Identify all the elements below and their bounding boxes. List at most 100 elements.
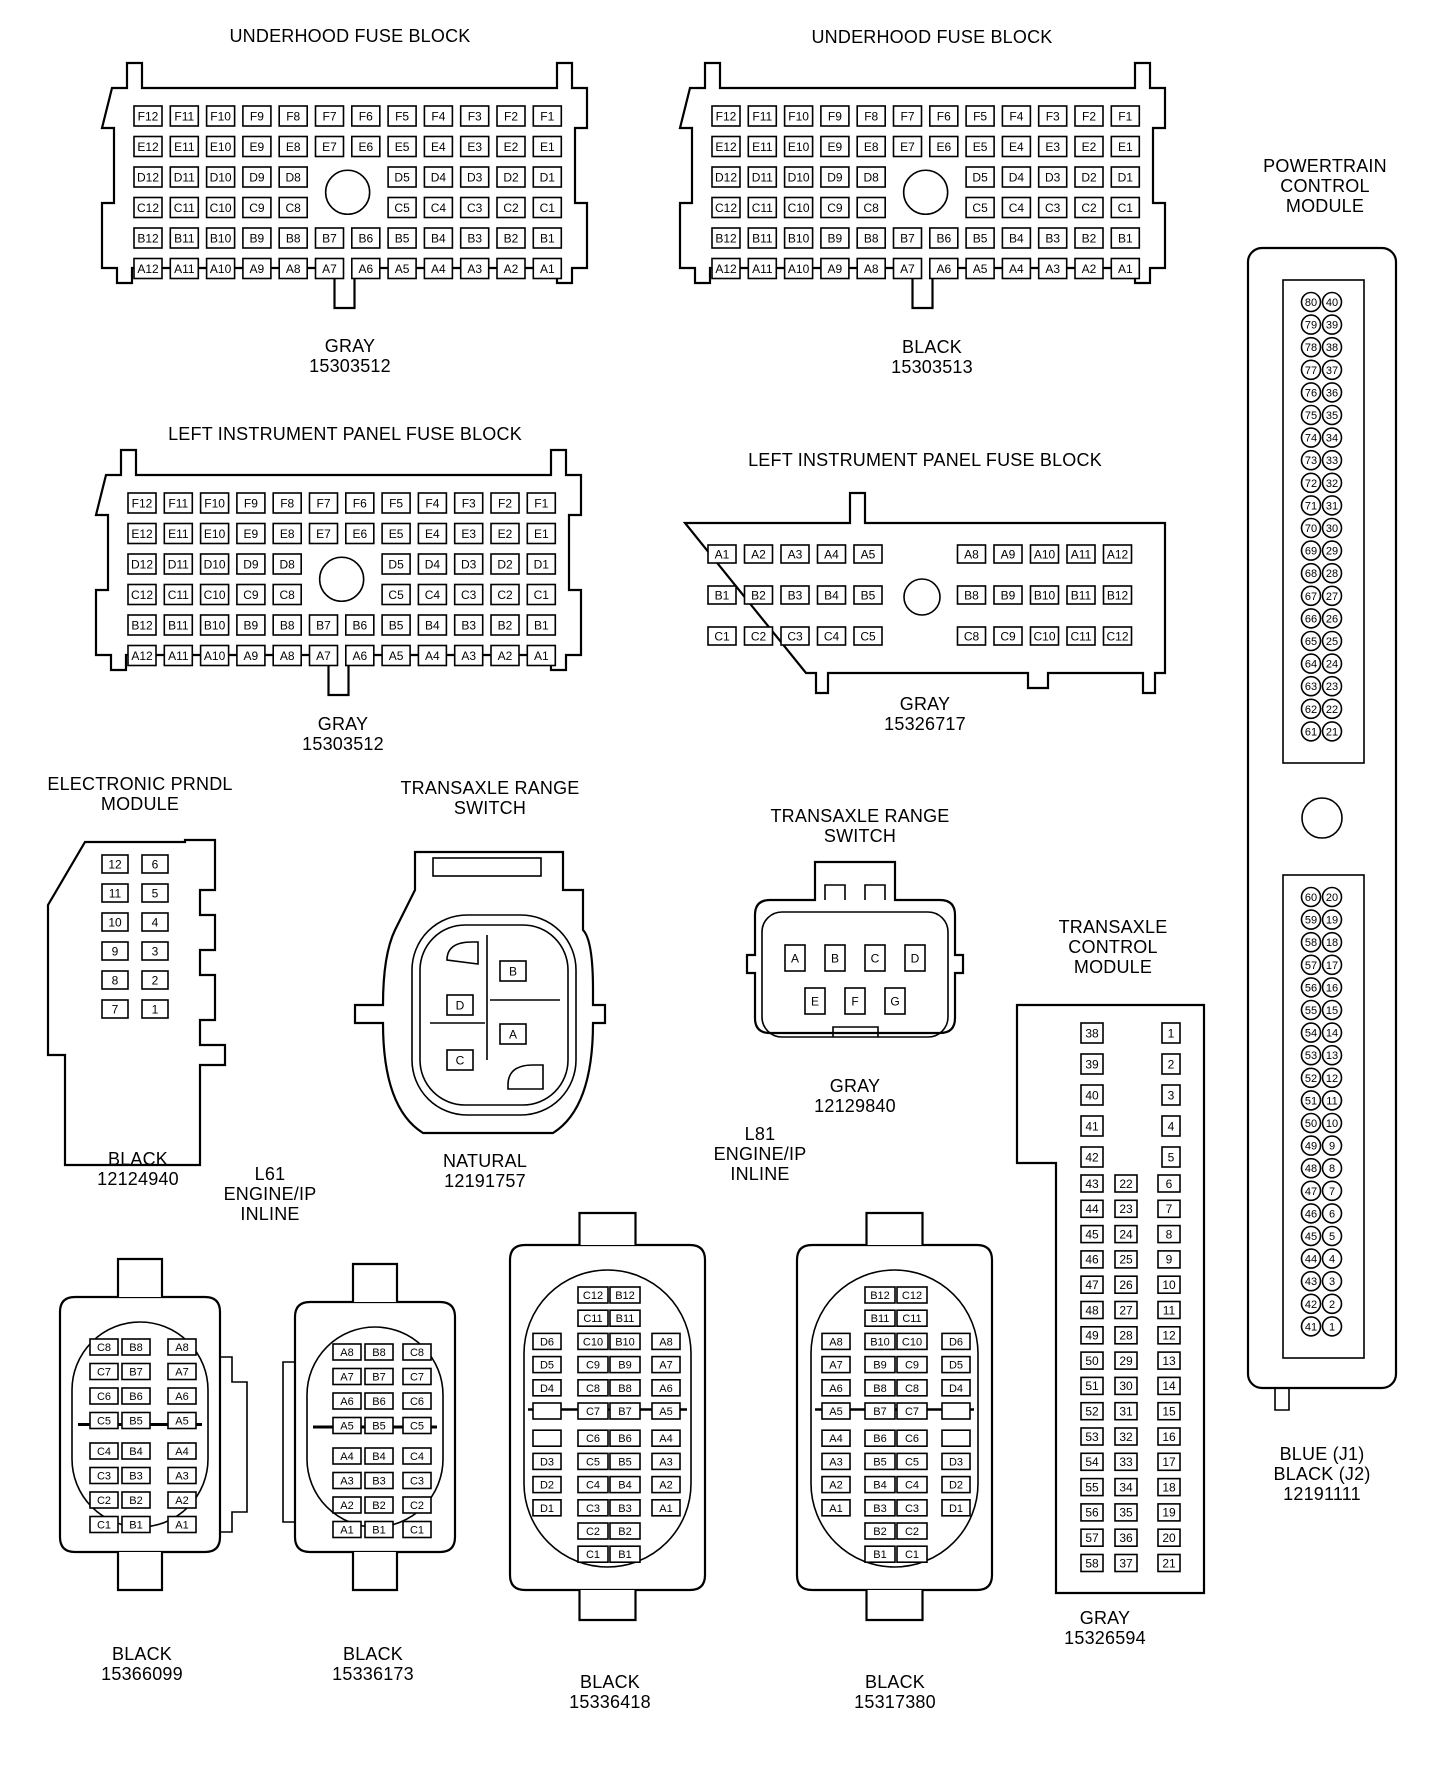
cavity-C2	[402, 1496, 432, 1514]
center-bolt-hole	[903, 578, 941, 616]
cavity-B11-label: B11	[168, 618, 189, 632]
cavity-C2	[89, 1491, 119, 1509]
pcm-pin-13-label: 13	[1326, 1050, 1338, 1062]
cavity-B2-label: B2	[751, 588, 766, 602]
cavity-D12-label: D12	[137, 170, 159, 184]
tcm-pin-43-label: 43	[1085, 1177, 1099, 1191]
trs-latch-slot	[432, 857, 542, 877]
connector-caption: BLACK	[902, 337, 962, 357]
cavity-A1-label: A1	[1118, 262, 1133, 276]
cavity-blank	[941, 1429, 971, 1447]
cavity-B10-label: B10	[788, 231, 810, 245]
cavity-C1-label: C1	[1118, 201, 1134, 215]
cavity-B8	[956, 585, 987, 605]
cavity-F8-label: F8	[280, 496, 294, 510]
cavity-A10	[783, 257, 814, 280]
cavity-C4	[1001, 196, 1032, 219]
cavity-5	[141, 883, 169, 903]
cavity-B4	[1001, 227, 1032, 249]
trs-seal	[411, 914, 577, 1116]
pcm-pin-53-label: 53	[1305, 1050, 1317, 1062]
cavity-E8	[272, 522, 303, 545]
pcm-pin-51	[1300, 1090, 1322, 1111]
cavity-B6-label: B6	[618, 1433, 631, 1445]
pcm-pin-46	[1300, 1203, 1322, 1224]
cavity-C8-label: C8	[97, 1342, 111, 1354]
cavity-A1-label: A1	[659, 1503, 672, 1515]
cavity-C11-label: C11	[583, 1313, 602, 1325]
cavity-E12-label: E12	[137, 140, 159, 154]
tcm-pin-44	[1080, 1199, 1104, 1219]
cavity-D4	[423, 166, 454, 188]
cavity-B5	[864, 1452, 896, 1471]
cavity-D1	[526, 553, 557, 575]
pcm-pin-23-label: 23	[1326, 681, 1338, 693]
cavity-A5-label: A5	[395, 262, 410, 276]
inline-top-tab	[116, 1257, 164, 1297]
cavity-C2-label: C2	[905, 1526, 919, 1538]
cavity-C10	[199, 583, 230, 606]
cavity-F9	[820, 105, 850, 127]
cavity-B5-label: B5	[861, 588, 876, 602]
tcm-pin-53	[1080, 1427, 1104, 1446]
cavity-C9	[236, 583, 266, 606]
cavity-C5	[387, 196, 417, 219]
cavity-A8-label: A8	[659, 1336, 672, 1348]
cavity-B3	[609, 1499, 641, 1517]
cavity-A7-label: A7	[659, 1360, 672, 1372]
tcm-pin-55	[1080, 1477, 1104, 1497]
cavity-F12-label: F12	[138, 109, 159, 123]
cavity-C9-label: C9	[243, 588, 259, 602]
cavity-C6-label: C6	[410, 1396, 424, 1408]
cavity-B1	[532, 227, 563, 249]
inline-top-tab	[351, 1262, 399, 1302]
cavity-A1	[1110, 257, 1141, 280]
cavity-C4	[896, 1475, 928, 1494]
connector-caption: 15366099	[101, 1664, 183, 1684]
cavity-11	[101, 883, 129, 903]
connector-title: ENGINE/IP	[714, 1144, 807, 1164]
pcm-pin-38	[1321, 336, 1343, 358]
cavity-6-label: 6	[152, 857, 159, 871]
cavity-A12	[711, 257, 741, 280]
cavity-C4-label: C4	[824, 629, 840, 643]
cavity-A2	[490, 644, 520, 667]
cavity-B2	[496, 227, 526, 249]
pcm-pin-22-label: 22	[1326, 704, 1338, 716]
pcm-pin-73	[1300, 449, 1322, 471]
cavity-C12-label: C12	[583, 1290, 603, 1302]
cavity-E4-label: E4	[1009, 140, 1024, 154]
cavity-F9	[242, 105, 272, 127]
cavity-E10	[199, 522, 230, 545]
pcm-pin-75-label: 75	[1305, 410, 1317, 422]
tcm-pin-26	[1114, 1275, 1138, 1294]
cavity-A3	[651, 1452, 681, 1471]
cavity-A6-label: A6	[936, 262, 951, 276]
cavity-D8	[278, 166, 309, 188]
tcm-pin-55-label: 55	[1085, 1480, 1099, 1494]
cavity-B7-label: B7	[900, 231, 915, 245]
cavity-B6	[928, 227, 959, 249]
cavity-D11-label: D11	[752, 170, 773, 184]
cavity-B12-label: B12	[137, 231, 159, 245]
cavity-B1	[364, 1520, 394, 1539]
cavity-C4-label: C4	[410, 1451, 424, 1463]
pcm-pin-52-label: 52	[1305, 1073, 1317, 1085]
cavity-D8-label: D8	[864, 170, 880, 184]
connector-caption: BLACK (J2)	[1273, 1464, 1370, 1484]
cavity-B3	[459, 227, 490, 249]
cavity-A1	[532, 257, 563, 280]
cavity-F12	[711, 105, 741, 127]
pcm-pin-9-label: 9	[1329, 1141, 1335, 1153]
cavity-B10-label: B10	[615, 1336, 635, 1348]
cavity-A4-label: A4	[175, 1446, 188, 1458]
tcm-pin-17-label: 17	[1162, 1455, 1176, 1469]
tcm-pin-27	[1114, 1300, 1138, 1320]
cavity-D9	[242, 166, 272, 188]
cavity-B10	[864, 1332, 896, 1351]
cavity-A8-label: A8	[286, 262, 301, 276]
pcm-pin-37-label: 37	[1326, 365, 1338, 377]
tcm-pin-45	[1080, 1224, 1104, 1244]
cavity-A2-label: A2	[175, 1495, 188, 1507]
connector-caption: 15336418	[569, 1692, 651, 1712]
